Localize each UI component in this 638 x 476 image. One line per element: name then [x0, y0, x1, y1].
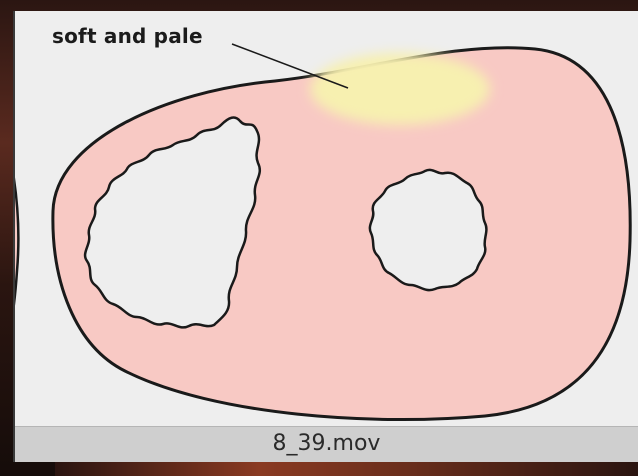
caption-bar: 8_39.mov: [15, 426, 638, 462]
caption-filename: 8_39.mov: [15, 431, 638, 456]
diagram-svg: [15, 11, 638, 462]
annotation-label: soft and pale: [52, 24, 203, 48]
partial-left-shape: [15, 126, 18, 366]
diagram-panel: soft and pale 8_39.mov: [13, 11, 638, 462]
soft-pale-region: [310, 53, 490, 125]
right-cavity: [370, 170, 487, 290]
background-strip: [55, 462, 638, 476]
